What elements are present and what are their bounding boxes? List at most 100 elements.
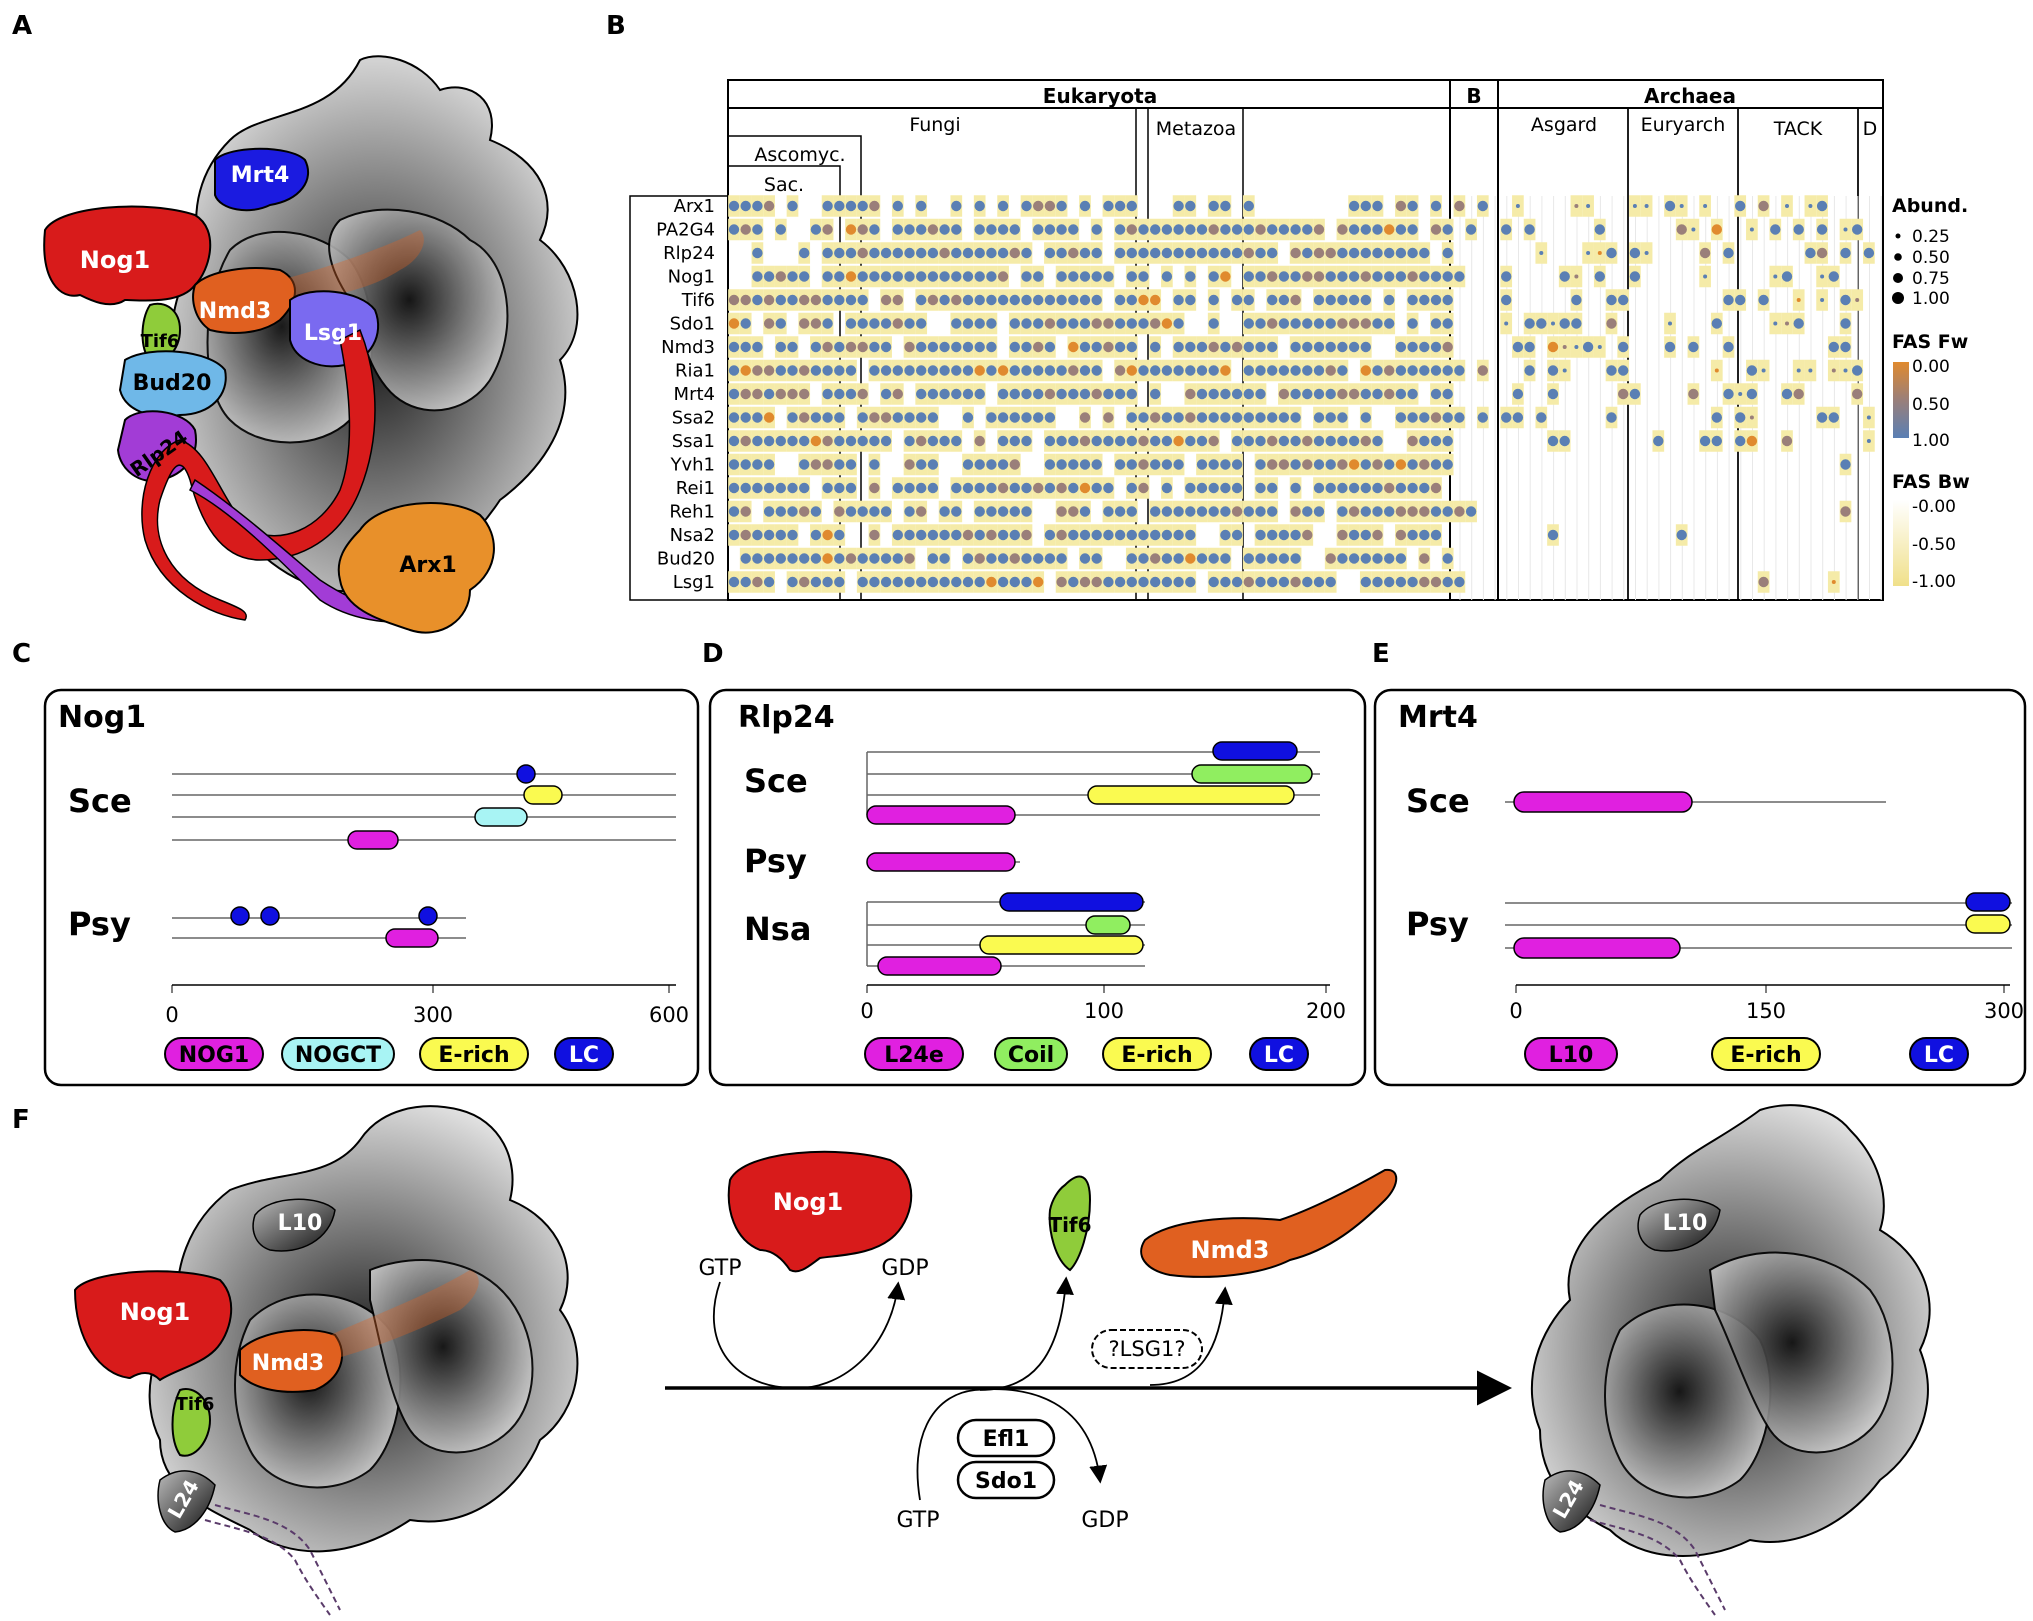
f-mid-lsg1: ?LSG1? bbox=[1109, 1337, 1186, 1361]
profile-dot bbox=[1395, 388, 1407, 400]
profile-dot bbox=[1419, 271, 1430, 282]
profile-dot bbox=[904, 412, 915, 423]
profile-dot bbox=[927, 459, 939, 470]
profile-dot bbox=[986, 553, 997, 564]
profile-dot bbox=[1243, 200, 1255, 212]
profile-dot bbox=[1009, 365, 1020, 376]
profile-dot bbox=[880, 435, 892, 447]
profile-dot bbox=[1267, 482, 1278, 494]
profile-dot bbox=[763, 294, 775, 306]
profile-dot bbox=[1524, 318, 1535, 329]
profile-dot bbox=[1126, 341, 1138, 353]
profile-dot bbox=[962, 271, 974, 282]
profile-dot bbox=[787, 435, 798, 447]
profile-dot bbox=[1079, 294, 1091, 306]
profile-dot bbox=[1056, 435, 1067, 447]
profile-dot bbox=[1360, 482, 1372, 494]
profile-dot bbox=[1138, 435, 1149, 447]
profile-dot bbox=[939, 529, 950, 541]
profile-dot bbox=[1816, 247, 1828, 259]
profile-dot bbox=[1267, 459, 1278, 470]
profile-dot bbox=[1068, 365, 1079, 376]
profile-dot bbox=[1337, 388, 1348, 400]
profile-dot bbox=[845, 482, 857, 494]
group-euryarch: Euryarch bbox=[1641, 114, 1726, 136]
profile-dot bbox=[1504, 321, 1509, 326]
panel-letter-e: E bbox=[1372, 639, 1390, 669]
profile-dot bbox=[1056, 553, 1067, 564]
profile-dot bbox=[1208, 412, 1219, 423]
profile-dot bbox=[1150, 388, 1161, 400]
profile-dot bbox=[834, 506, 845, 517]
profile-dot bbox=[1044, 365, 1056, 376]
profile-dot bbox=[1009, 412, 1020, 423]
profile-dot bbox=[1711, 318, 1723, 329]
panel-letter-f: F bbox=[12, 1105, 30, 1135]
profile-dot bbox=[1302, 224, 1313, 235]
profile-dot bbox=[1313, 459, 1325, 470]
profile-dot bbox=[1337, 553, 1348, 564]
profile-dot bbox=[845, 553, 857, 564]
profile-dot bbox=[1781, 388, 1793, 400]
profile-dot bbox=[1290, 271, 1301, 282]
profile-dot bbox=[974, 365, 985, 376]
profile-dot bbox=[1348, 271, 1360, 282]
profile-dot bbox=[799, 576, 810, 588]
profile-dot bbox=[728, 412, 740, 423]
profile-dot bbox=[1161, 459, 1173, 470]
profile-dot bbox=[1313, 506, 1325, 517]
profile-dot bbox=[1501, 271, 1512, 282]
panel-a-ribosome: Mrt4 Nog1 Nmd3 Tif6 Lsg1 Bud20 Rlp24 Arx… bbox=[43, 55, 579, 634]
profile-dot bbox=[1407, 294, 1418, 306]
profile-dot bbox=[845, 506, 857, 517]
profile-dot bbox=[1068, 271, 1079, 282]
profile-dot bbox=[1828, 341, 1840, 353]
profile-dot bbox=[1302, 435, 1313, 447]
legend-fasfw-title: FAS Fw bbox=[1892, 331, 1968, 353]
profile-dot bbox=[1033, 341, 1044, 353]
profile-dot bbox=[1138, 459, 1149, 470]
profile-dot bbox=[1079, 482, 1091, 494]
panel-letter-c: C bbox=[12, 639, 31, 669]
profile-dot bbox=[1840, 247, 1851, 259]
profile-dot bbox=[1395, 224, 1407, 235]
profile-dot bbox=[880, 388, 892, 400]
profile-dot bbox=[752, 247, 763, 259]
profile-dot bbox=[1395, 529, 1407, 541]
profile-dot bbox=[951, 529, 962, 541]
profile-dot bbox=[1395, 506, 1407, 517]
profile-dot bbox=[1430, 506, 1442, 517]
profile-dot bbox=[1056, 200, 1067, 212]
profile-dot bbox=[1278, 412, 1290, 423]
profile-dot bbox=[1126, 529, 1138, 541]
profile-dot bbox=[1372, 553, 1383, 564]
panel-c-species-psy: Psy bbox=[68, 905, 131, 943]
profile-dot bbox=[1337, 365, 1348, 376]
profile-dot bbox=[740, 294, 751, 306]
profile-dot bbox=[1454, 576, 1465, 588]
panel-e-legend-erich: E-rich bbox=[1730, 1043, 1801, 1068]
profile-dot bbox=[1586, 251, 1591, 255]
profile-dot bbox=[1348, 482, 1360, 494]
profile-dot bbox=[997, 388, 1009, 400]
profile-dot bbox=[869, 247, 880, 259]
profile-dot bbox=[1033, 365, 1044, 376]
profile-dot bbox=[740, 435, 751, 447]
profile-dot bbox=[1360, 459, 1372, 470]
profile-dot bbox=[1278, 529, 1290, 541]
profile-dot bbox=[1407, 224, 1418, 235]
profile-dot bbox=[1442, 365, 1453, 376]
profile-dot bbox=[939, 271, 950, 282]
profile-dot bbox=[822, 412, 833, 423]
profile-dot bbox=[1313, 318, 1325, 329]
profile-dot bbox=[1220, 529, 1231, 541]
profile-dot bbox=[1161, 271, 1173, 282]
profile-dot bbox=[1185, 553, 1196, 564]
profile-dot bbox=[1290, 459, 1301, 470]
profile-dot bbox=[880, 412, 892, 423]
profile-dot bbox=[1208, 341, 1219, 353]
profile-dot bbox=[1173, 365, 1184, 376]
profile-dot bbox=[1278, 224, 1290, 235]
profile-dot bbox=[1185, 365, 1196, 376]
profile-dot bbox=[1606, 365, 1617, 376]
